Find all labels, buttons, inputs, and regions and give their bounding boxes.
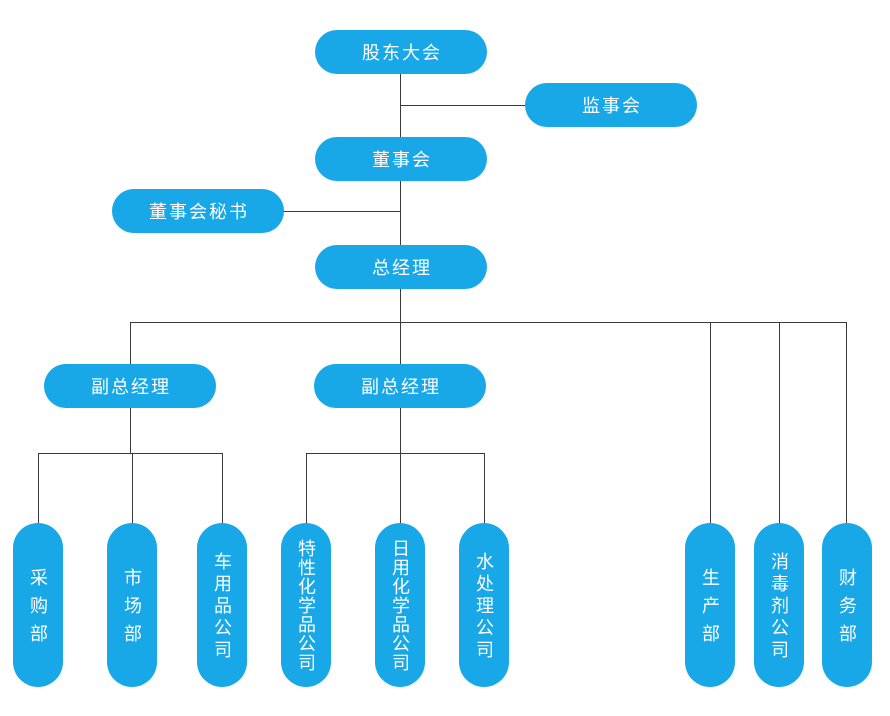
connector-board-to-gm [400, 181, 401, 245]
node-board-of-directors: 董事会 [315, 137, 487, 181]
node-finance-dept: 财务部 [822, 523, 872, 687]
node-water-treatment-company: 水处理公司 [459, 523, 509, 687]
connector-to-board-secretary [283, 211, 400, 212]
connector-drop-disinfectant [779, 322, 780, 523]
node-label-car-products-company: 车用品公司 [212, 552, 232, 662]
connector-drop-procurement [38, 453, 39, 523]
node-label-supervisory-board: 监事会 [582, 96, 642, 116]
node-shareholders-meeting: 股东大会 [315, 30, 487, 74]
node-deputy-gm-right: 副总经理 [314, 364, 486, 408]
node-supervisory-board: 监事会 [525, 83, 697, 127]
connector-drop-deputy-left [130, 322, 131, 364]
connector-drop-marketing [132, 453, 133, 523]
connector-gm-children-rail [130, 322, 847, 323]
node-label-specialty-chemicals-company: 特性化学品公司 [296, 539, 316, 672]
node-marketing-dept: 市场部 [107, 523, 157, 687]
node-general-manager: 总经理 [315, 245, 487, 289]
connector-gm-trunk [400, 289, 401, 364]
node-daily-chemicals-company: 日用化学品公司 [375, 523, 425, 687]
connector-deputy-left-trunk [130, 408, 131, 453]
connector-drop-specialty [306, 453, 307, 523]
connector-deputy-left-rail [38, 453, 222, 454]
node-specialty-chemicals-company: 特性化学品公司 [281, 523, 331, 687]
node-label-marketing-dept: 市场部 [122, 568, 142, 652]
node-label-deputy-gm-left: 副总经理 [91, 377, 171, 397]
connector-to-supervisory-board [400, 105, 525, 106]
node-disinfectant-company: 消毒剂公司 [754, 523, 804, 687]
connector-drop-daily [400, 453, 401, 523]
connector-deputy-right-trunk [400, 408, 401, 453]
node-label-finance-dept: 财务部 [837, 568, 857, 652]
connector-drop-finance [846, 322, 847, 523]
connector-drop-production [710, 322, 711, 523]
node-procurement-dept: 采购部 [13, 523, 63, 687]
node-label-water-treatment-company: 水处理公司 [474, 552, 494, 662]
connector-drop-car-products [222, 453, 223, 523]
connector-deputy-right-rail [306, 453, 484, 454]
node-label-daily-chemicals-company: 日用化学品公司 [390, 539, 410, 672]
node-car-products-company: 车用品公司 [197, 523, 247, 687]
node-label-board-of-directors: 董事会 [372, 150, 432, 170]
node-label-shareholders-meeting: 股东大会 [362, 43, 442, 63]
node-label-board-secretary: 董事会秘书 [149, 202, 249, 222]
node-board-secretary: 董事会秘书 [112, 189, 284, 233]
node-label-procurement-dept: 采购部 [28, 568, 48, 652]
node-production-dept: 生产部 [685, 523, 735, 687]
node-label-general-manager: 总经理 [372, 258, 432, 278]
connector-drop-water [484, 453, 485, 523]
node-label-production-dept: 生产部 [700, 568, 720, 652]
node-deputy-gm-left: 副总经理 [44, 364, 216, 408]
node-label-deputy-gm-right: 副总经理 [361, 377, 441, 397]
node-label-disinfectant-company: 消毒剂公司 [769, 552, 789, 662]
